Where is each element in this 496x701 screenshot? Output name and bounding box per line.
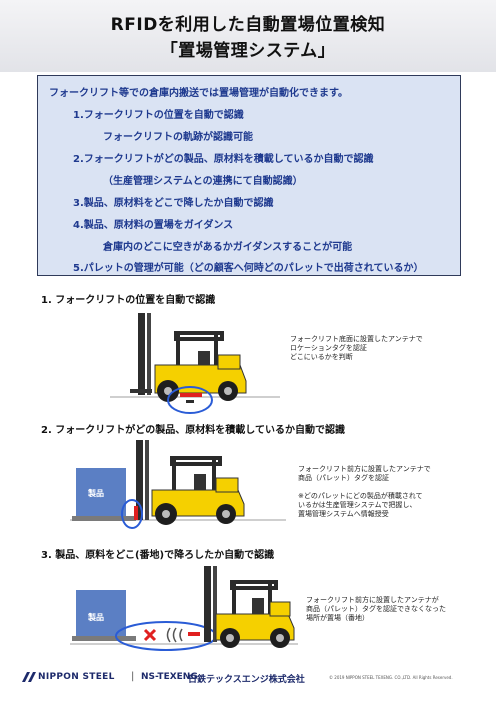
- nippon-steel-logo-icon: [22, 672, 36, 682]
- header-banner: RFIDを利用した自動置場位置検知 「置場管理システム」: [0, 0, 496, 72]
- summary-intro: フォークリフト等での倉庫内搬送では置場管理が自動化できます。: [49, 88, 348, 99]
- location-tag: [186, 400, 194, 403]
- summary-item-5: 5.パレットの管理が可能（どの顧客へ何時どのパレットで出荷されているか）: [73, 263, 424, 274]
- page-title: RFIDを利用した自動置場位置検知: [110, 15, 386, 35]
- summary-item-1-detail: フォークリフトの軌跡が認識可能: [103, 132, 253, 143]
- summary-item-2-detail: （生産管理システムとの連携にて自動認識）: [103, 176, 303, 187]
- forklift-unloading-illustration: [70, 566, 298, 651]
- forklift-cab-frame: [174, 331, 224, 367]
- location-tag-highlight: [167, 386, 213, 414]
- summary-item-4: 4.製品、原材料の置場をガイダンス: [73, 220, 234, 231]
- forklift-mast: [136, 440, 143, 520]
- forklift-mast: [138, 313, 145, 395]
- pallet: [72, 636, 136, 641]
- front-antenna: [134, 506, 138, 520]
- copyright: © 2019 NIPPON STEEL TEXENG. CO.,LTD. All…: [329, 675, 453, 680]
- forklift-counterweight: [217, 354, 241, 370]
- texeng-logo: NS-TEXENG: [141, 672, 198, 682]
- forklift-fork: [130, 389, 152, 393]
- logo-separator: |: [131, 671, 135, 682]
- section-2-notes: フォークリフト前方に設置したアンテナで 商品（パレット）タグを認証 ※どのパレッ…: [298, 465, 431, 518]
- footer: NIPPON STEEL | NS-TEXENG 日鉄テックスエンジ株式会社 ©…: [0, 666, 496, 690]
- signal-wave-icon: [166, 627, 171, 643]
- company-name: 日鉄テックスエンジ株式会社: [188, 675, 305, 685]
- section-1-title: 1. フォークリフトの位置を自動で認識: [41, 295, 216, 306]
- forklift-mast: [204, 566, 211, 642]
- summary-item-3: 3.製品、原材料をどこで降したか自動で認識: [73, 198, 274, 209]
- nippon-steel-logo: NIPPON STEEL: [38, 672, 115, 682]
- pallet-tag-highlight: [121, 499, 143, 529]
- section-2-title: 2. フォークリフトがどの製品、原材料を積載しているか自動で認識: [41, 425, 345, 436]
- front-antenna: [188, 632, 200, 636]
- product-box: [76, 468, 126, 518]
- pallet: [72, 516, 136, 521]
- forklift-loading-illustration: [70, 440, 286, 529]
- bottom-antenna: [180, 393, 202, 397]
- product-box: [76, 590, 126, 638]
- summary-item-2: 2.フォークリフトがどの製品、原材料を積載しているか自動で認識: [73, 154, 374, 165]
- summary-item-1: 1.フォークリフトの位置を自動で認識: [73, 110, 244, 121]
- section-3-title: 3. 製品、原料をどこ(番地)で降ろしたか自動で認識: [41, 550, 275, 561]
- forklift-mast-inner: [147, 313, 151, 395]
- summary-item-4-detail: 倉庫内のどこに空きがあるかガイダンスすることが可能: [103, 242, 353, 253]
- forklift-seat: [198, 351, 210, 365]
- page-subtitle: 「置場管理システム」: [160, 41, 336, 61]
- section-1-notes: フォークリフト底面に設置したアンテナで ロケーションタグを認証 どこにいるかを判…: [290, 335, 423, 361]
- tag-not-detected-icon: [143, 628, 157, 642]
- product-box-label-2: 製品: [88, 613, 104, 622]
- forklift-location-illustration: [110, 313, 280, 414]
- summary-box: フォークリフト等での倉庫内搬送では置場管理が自動化できます。 1.フォークリフト…: [37, 75, 461, 276]
- section-3-notes: フォークリフト前方に設置したアンテナが 商品（パレット）タグを認証できなくなった…: [306, 596, 446, 622]
- product-box-label: 製品: [88, 489, 104, 498]
